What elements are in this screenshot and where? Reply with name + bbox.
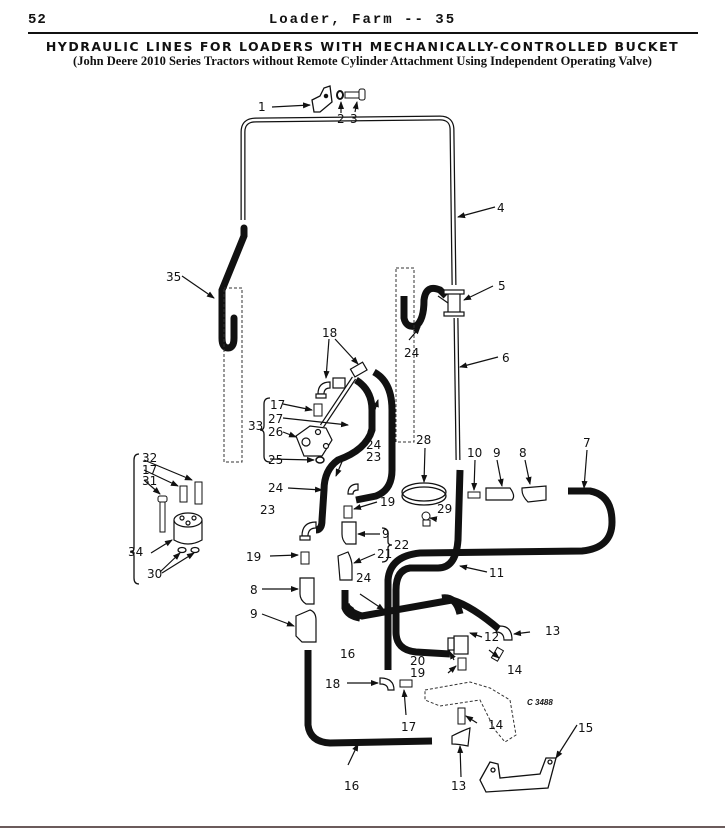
flange-34 (173, 512, 203, 545)
bracket-15 (479, 757, 557, 793)
callout-22: 22 (394, 538, 409, 552)
callout-24-mid: 24 (366, 438, 381, 452)
callout-16-lower: 16 (344, 779, 359, 793)
callout-15: 15 (578, 721, 593, 735)
callout-27: 27 (268, 412, 283, 426)
braces (129, 397, 393, 585)
callout-19-mid: 19 (380, 495, 395, 509)
fitting-10 (467, 491, 481, 499)
washers-30 (177, 546, 200, 554)
steel-line-6 (453, 317, 461, 461)
figure-subtitle: (John Deere 2010 Series Tractors without… (73, 54, 652, 68)
callout-17-left: 17 (142, 463, 157, 477)
callout-7: 7 (583, 436, 591, 450)
callout-35: 35 (166, 270, 181, 284)
hose-11 (392, 469, 464, 658)
callout-34: 34 (128, 545, 143, 559)
callout-20: 20 (410, 654, 425, 668)
callout-11: 11 (489, 566, 504, 580)
plugs-17-32 (179, 481, 203, 505)
bolt-31 (157, 495, 168, 533)
callout-8-top: 8 (519, 446, 527, 460)
callout-12: 12 (484, 630, 499, 644)
callout-24-left: 24 (268, 481, 283, 495)
callout-9-mid: 9 (382, 527, 390, 541)
callout-17-lower: 17 (401, 720, 416, 734)
callout-2: 2 (337, 112, 345, 126)
running-head: Loader, Farm -- 35 (268, 12, 457, 28)
callout-19-left: 19 (246, 550, 261, 564)
clamp-28 (401, 482, 447, 506)
tee-20 (447, 635, 469, 655)
hose-16-upper (341, 590, 361, 622)
callout-24-lower: 24 (356, 571, 371, 585)
callout-14-upper: 14 (507, 663, 522, 677)
elbow-13-lower (451, 727, 471, 747)
nipple-14-upper (490, 646, 505, 662)
callout-9-left: 9 (250, 607, 258, 621)
o-ring-25 (315, 456, 325, 464)
elbow-18-lower (379, 677, 395, 691)
hose-24-lower (342, 594, 503, 633)
callout-30: 30 (147, 567, 162, 581)
nipple-17-lower (399, 679, 413, 688)
callout-9-top: 9 (493, 446, 501, 460)
nipples-19 (300, 505, 467, 671)
callout-6: 6 (502, 351, 510, 365)
callout-33: 33 (248, 419, 263, 433)
figure-code: C 3488 (527, 698, 553, 707)
callout-26: 26 (268, 425, 283, 439)
callout-14-lower: 14 (488, 718, 503, 732)
callout-10: 10 (467, 446, 482, 460)
page-bottom-rule (0, 826, 725, 828)
nipple-14-lower (457, 707, 466, 725)
callout-5: 5 (498, 279, 506, 293)
elbows-18 (315, 361, 368, 428)
hose-16-lower (304, 650, 433, 747)
callout-18-upper: 18 (322, 326, 337, 340)
hose-7 (384, 487, 616, 670)
lock-washer-2 (336, 90, 344, 100)
elbow-23 (299, 483, 359, 541)
page-number: 52 (28, 12, 47, 28)
callout-13-upper: 13 (545, 624, 560, 638)
callout-28: 28 (416, 433, 431, 447)
tee-5 (437, 289, 465, 317)
callout-29: 29 (437, 502, 452, 516)
page-header: 52 Loader, Farm -- 35 HYDRAULIC LINES FO… (0, 0, 725, 80)
callout-23-left: 23 (260, 503, 275, 517)
callout-16-upper: 16 (340, 647, 355, 661)
bracket-1 (311, 85, 333, 113)
callout-19-lower: 19 (410, 666, 425, 680)
callout-1: 1 (258, 100, 266, 114)
block-26 (295, 425, 333, 457)
callout-labels: 1 2 3 4 5 6 7 8 8 9 9 9 10 11 12 13 13 1… (128, 100, 593, 793)
callout-13-lower: 13 (451, 779, 466, 793)
callout-18-lower: 18 (325, 677, 340, 691)
nipple-17-upper (313, 403, 323, 417)
callout-17-upper: 17 (270, 398, 285, 412)
callout-31: 31 (142, 474, 157, 488)
leader-lines (143, 101, 588, 778)
couplers-8-9 (295, 485, 547, 643)
elbow-13-upper (494, 625, 513, 641)
cap-screw-3 (344, 88, 366, 101)
callout-23-mid: 23 (366, 450, 381, 464)
figure-title: HYDRAULIC LINES FOR LOADERS WITH MECHANI… (45, 39, 680, 54)
header-rule (28, 32, 698, 34)
callout-8-left: 8 (250, 583, 258, 597)
callout-25: 25 (268, 453, 283, 467)
hose-35 (218, 224, 248, 352)
callout-21: 21 (377, 547, 392, 561)
callout-4: 4 (497, 201, 505, 215)
hose-24-upper (400, 284, 449, 330)
callout-3: 3 (350, 112, 358, 126)
hose-24-mid (315, 368, 396, 534)
phantom-outlines (223, 267, 517, 743)
valve-29 (421, 511, 431, 527)
callout-24-upper: 24 (404, 346, 419, 360)
callout-32: 32 (142, 451, 157, 465)
steel-line-4 (240, 115, 457, 286)
